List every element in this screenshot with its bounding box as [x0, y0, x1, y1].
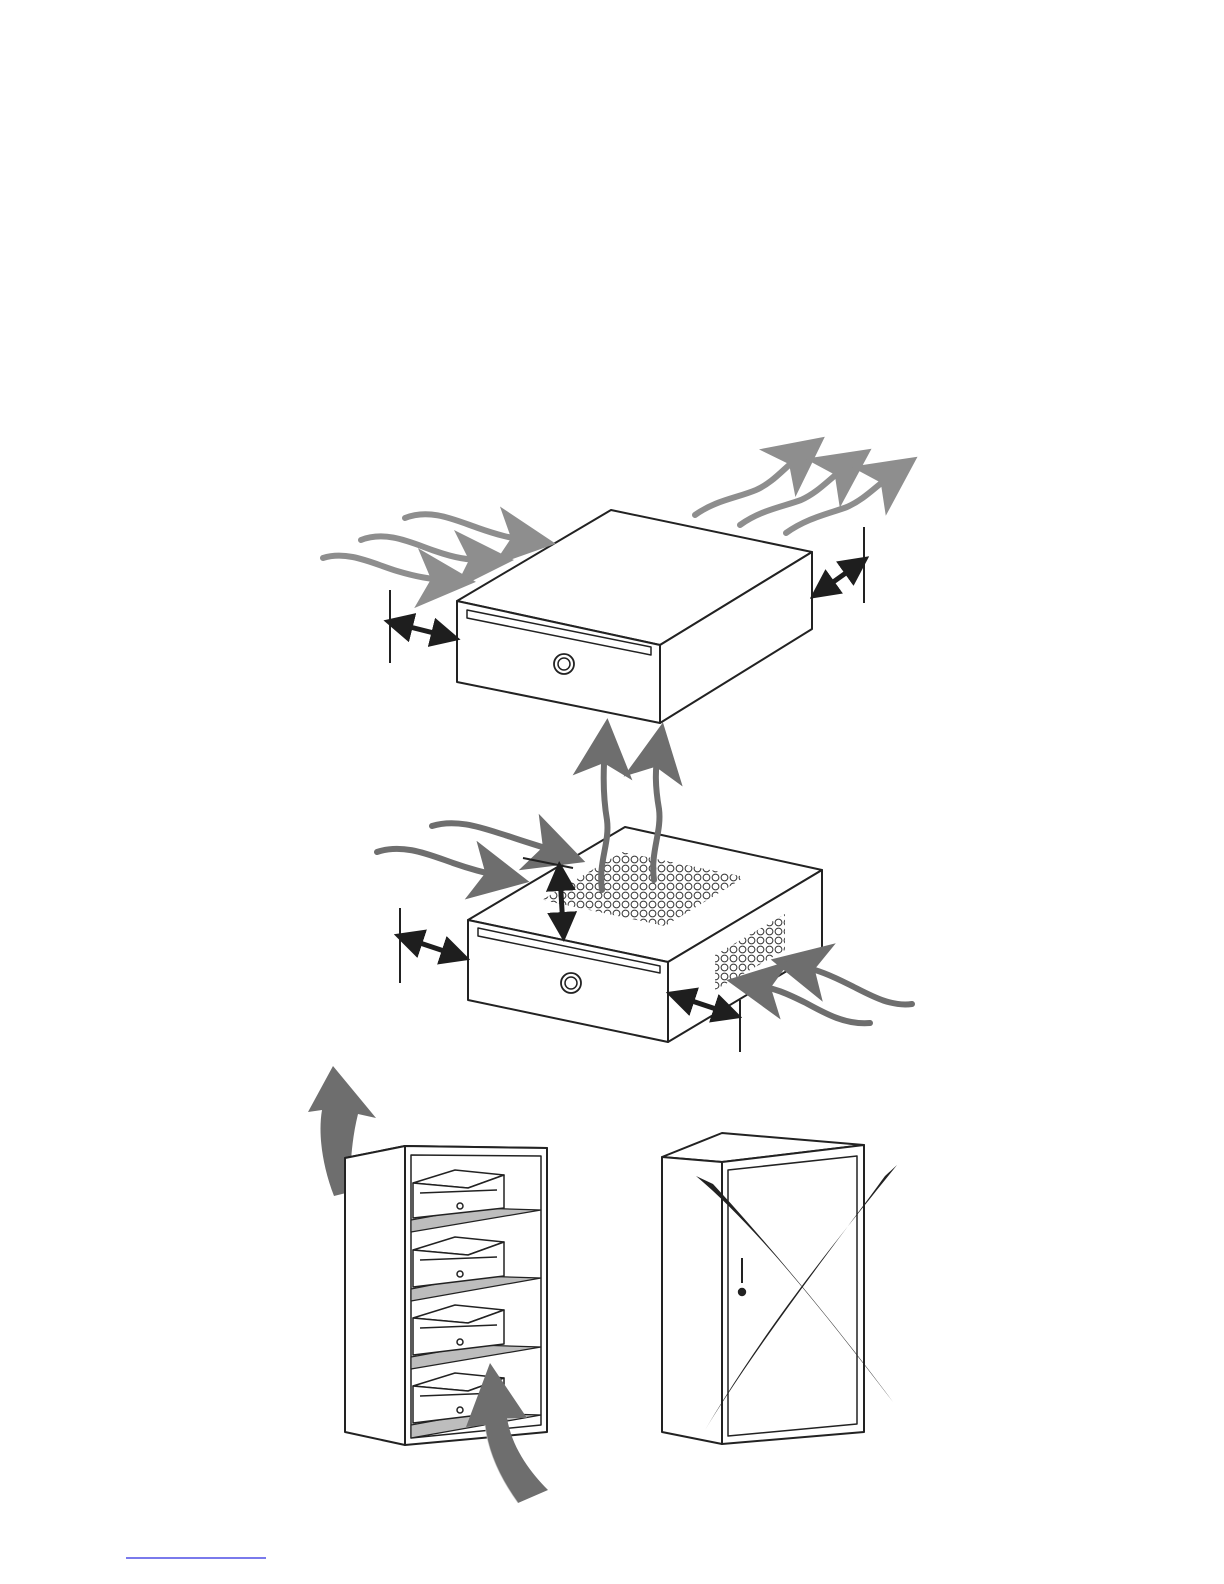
open-shelf-ok [308, 1066, 548, 1503]
device-top-clearance [323, 455, 893, 723]
closed-cabinet-icon [662, 1133, 864, 1444]
device-vented-clearance [377, 748, 912, 1052]
open-shelf-icon [345, 1146, 547, 1445]
closed-cabinet-not-allowed [662, 1133, 897, 1444]
vented-device-icon [468, 827, 822, 1042]
cash-drawer-icon [457, 510, 812, 723]
